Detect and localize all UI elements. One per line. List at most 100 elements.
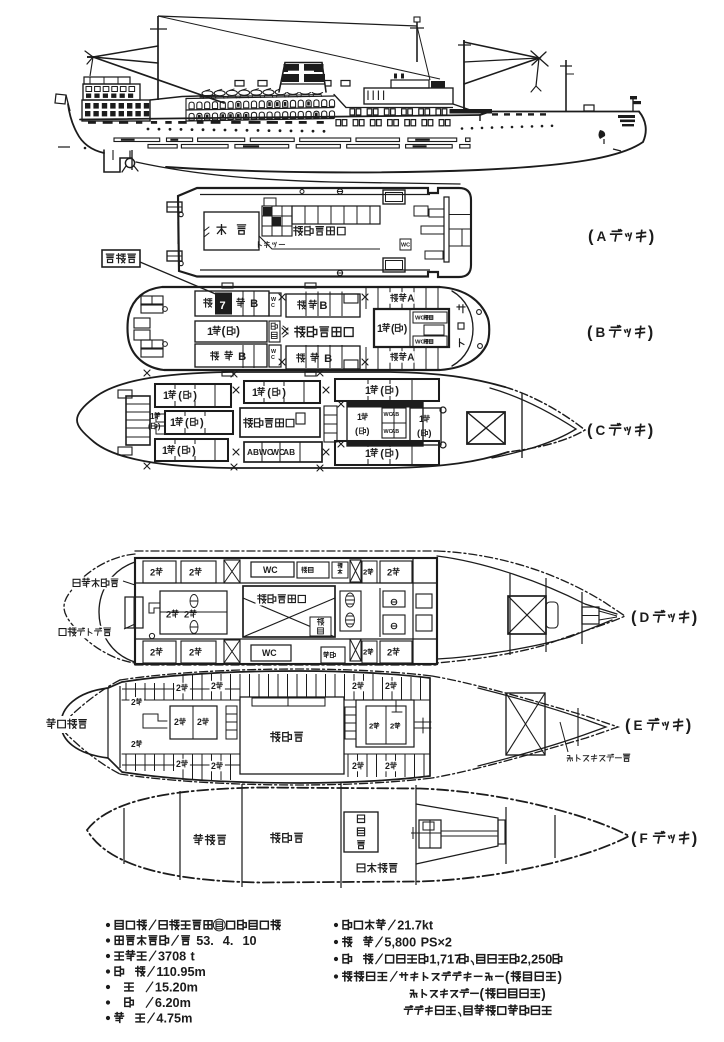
svg-text:(: ( (185, 417, 189, 429)
svg-text:C: C (271, 303, 275, 309)
svg-text:W: W (271, 297, 277, 303)
svg-text:2,250: 2,250 (521, 953, 553, 967)
svg-text:2: 2 (197, 717, 202, 727)
svg-text:): ) (686, 716, 692, 734)
svg-text:WC: WC (415, 316, 426, 322)
svg-text:): ) (692, 608, 698, 626)
svg-text:2: 2 (131, 739, 136, 749)
svg-text:): ) (428, 427, 431, 438)
svg-text:5,800: 5,800 (384, 936, 416, 950)
svg-text:2: 2 (369, 722, 373, 731)
svg-text:): ) (649, 227, 655, 245)
svg-text:AB: AB (247, 447, 259, 457)
svg-text:(: ( (631, 608, 637, 626)
svg-text:(: ( (588, 227, 594, 245)
svg-text:WC: WC (384, 429, 393, 435)
svg-text:1: 1 (377, 323, 383, 335)
svg-text:C: C (596, 423, 606, 438)
svg-text:(: ( (380, 448, 384, 460)
svg-text:(: ( (587, 421, 593, 439)
svg-text:7: 7 (220, 300, 226, 312)
svg-text:2: 2 (166, 608, 171, 619)
svg-text:2: 2 (352, 761, 357, 771)
svg-text:(: ( (222, 324, 226, 338)
svg-text:1: 1 (357, 412, 362, 422)
svg-text:(: ( (625, 716, 631, 734)
svg-text:): ) (404, 323, 408, 335)
svg-text:(: ( (391, 323, 395, 335)
svg-text:110.95m: 110.95m (156, 965, 205, 979)
svg-text:E: E (634, 718, 643, 733)
svg-text:(: ( (148, 421, 151, 431)
svg-text:21.7kt: 21.7kt (397, 919, 434, 933)
svg-text:2: 2 (189, 646, 194, 657)
svg-text:4.75m: 4.75m (156, 1012, 192, 1026)
svg-text:(: ( (505, 969, 510, 984)
svg-text:WC: WC (401, 242, 410, 248)
svg-text:A: A (407, 294, 414, 305)
svg-text:t: t (191, 950, 196, 964)
svg-text:1: 1 (365, 385, 371, 397)
svg-text:1: 1 (252, 387, 258, 399)
svg-text:A: A (597, 229, 607, 244)
svg-text:1: 1 (170, 417, 176, 429)
svg-text:3708: 3708 (158, 950, 186, 964)
svg-text:1: 1 (163, 390, 169, 402)
svg-text:1: 1 (150, 411, 155, 421)
svg-text:(: ( (355, 425, 359, 436)
svg-text:AB: AB (283, 447, 295, 457)
svg-text:(: ( (587, 323, 593, 341)
svg-text:PS×2: PS×2 (421, 936, 452, 950)
svg-text:2: 2 (174, 717, 179, 727)
svg-text:): ) (366, 425, 369, 436)
svg-text:2: 2 (390, 722, 394, 731)
svg-text:(: ( (177, 445, 181, 457)
svg-text:53.: 53. (196, 934, 214, 948)
svg-text:2: 2 (363, 568, 367, 577)
svg-text:): ) (692, 829, 698, 847)
svg-text:): ) (236, 324, 240, 338)
svg-text:2: 2 (189, 566, 194, 577)
svg-text:B: B (324, 353, 332, 365)
svg-text:(: ( (417, 427, 421, 438)
svg-text:1,717: 1,717 (429, 953, 461, 967)
svg-text:WC: WC (262, 648, 277, 658)
svg-text:2: 2 (387, 566, 392, 577)
svg-text:B: B (238, 351, 246, 363)
svg-text:1: 1 (419, 414, 424, 424)
svg-text:2: 2 (363, 648, 367, 657)
svg-text:): ) (192, 445, 196, 457)
svg-text:2: 2 (150, 646, 155, 657)
svg-text:(: ( (267, 387, 271, 399)
svg-text:WC: WC (415, 340, 426, 346)
svg-text:2: 2 (150, 566, 155, 577)
svg-text:): ) (200, 417, 204, 429)
svg-text:2: 2 (184, 608, 189, 619)
svg-text:(: ( (631, 829, 637, 847)
svg-text:6.20m: 6.20m (155, 996, 191, 1010)
svg-text:2: 2 (176, 683, 181, 693)
svg-text:2: 2 (211, 681, 216, 691)
svg-text:): ) (648, 323, 654, 341)
svg-text:WC: WC (263, 565, 278, 575)
svg-text:2: 2 (385, 761, 390, 771)
svg-text:D: D (640, 610, 650, 625)
svg-text:4.: 4. (223, 934, 234, 948)
svg-text:2: 2 (176, 759, 181, 769)
svg-text:(: ( (380, 385, 384, 397)
svg-text:AB: AB (391, 412, 399, 418)
svg-text:): ) (395, 385, 399, 397)
svg-text:W: W (271, 349, 277, 355)
svg-text:2: 2 (387, 646, 392, 657)
svg-text:B: B (596, 325, 606, 340)
svg-text:2: 2 (385, 681, 390, 691)
svg-text:2: 2 (352, 681, 357, 691)
svg-text:(: ( (178, 390, 182, 402)
svg-text:A: A (407, 353, 414, 364)
svg-text:): ) (648, 421, 654, 439)
svg-text:): ) (193, 390, 197, 402)
svg-text:WC: WC (271, 447, 285, 457)
svg-text:AB: AB (391, 429, 399, 435)
svg-text:2: 2 (131, 697, 136, 707)
svg-text:B: B (319, 300, 327, 312)
